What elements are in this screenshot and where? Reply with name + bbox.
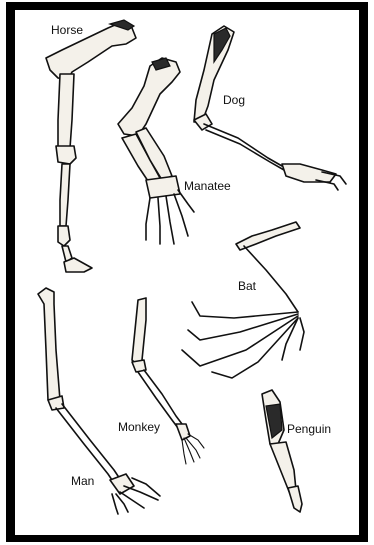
penguin-limb xyxy=(262,390,302,512)
manatee-limb xyxy=(118,58,194,244)
dog-limb xyxy=(194,26,346,190)
label-penguin: Penguin xyxy=(287,423,331,435)
monkey-limb xyxy=(132,298,204,464)
label-monkey: Monkey xyxy=(118,421,160,433)
label-dog: Dog xyxy=(223,94,245,106)
horse-limb xyxy=(46,20,136,272)
label-manatee: Manatee xyxy=(184,180,231,192)
label-man: Man xyxy=(71,475,94,487)
label-bat: Bat xyxy=(238,280,256,292)
label-horse: Horse xyxy=(51,24,83,36)
bat-limb xyxy=(182,222,304,378)
